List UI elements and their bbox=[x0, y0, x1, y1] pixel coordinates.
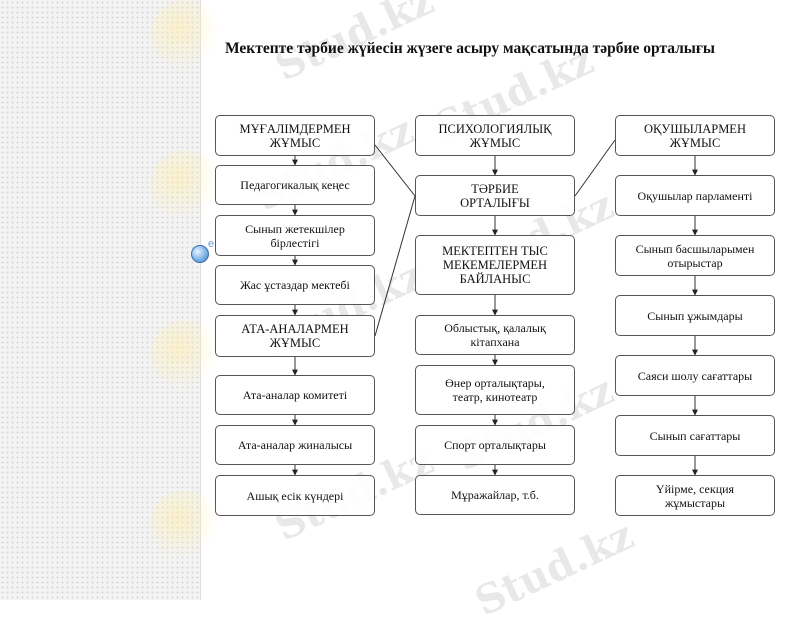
node-political-review-hours: Саяси шолу сағаттары bbox=[615, 355, 775, 396]
node-parents-committee: Ата-аналар комитеті bbox=[215, 375, 375, 415]
node-library: Облыстық, қалалық кітапхана bbox=[415, 315, 575, 355]
page-title: Мектепте тәрбие жүйесін жүзеге асыру мақ… bbox=[225, 40, 716, 57]
decorative-glow bbox=[150, 490, 220, 560]
node-class-teachers-association: Сынып жетекшілер бірлестігі bbox=[215, 215, 375, 256]
link-line bbox=[574, 139, 616, 197]
node-psychological-header: ПСИХОЛОГИЯЛЫҚ ЖҰМЫС bbox=[415, 115, 575, 156]
node-parents-meeting: Ата-аналар жиналысы bbox=[215, 425, 375, 465]
side-label: е bbox=[208, 238, 215, 250]
decorative-glow bbox=[150, 0, 220, 70]
node-sport-centers: Спорт орталықтары bbox=[415, 425, 575, 465]
decorative-side-strip bbox=[0, 0, 201, 600]
node-art-centers: Өнер орталықтары, театр, кинотеатр bbox=[415, 365, 575, 415]
node-students-parliament: Оқушылар парламенті bbox=[615, 175, 775, 216]
node-open-days: Ашық есік күндері bbox=[215, 475, 375, 516]
flow-connectors bbox=[292, 139, 698, 476]
node-museums: Мұражайлар, т.б. bbox=[415, 475, 575, 515]
node-external-institutions-header: МЕКТЕПТЕН ТЫС МЕКЕМЕЛЕРМЕН БАЙЛАНЫС bbox=[415, 235, 575, 295]
node-education-center: ТӘРБИЕ ОРТАЛЫҒЫ bbox=[415, 175, 575, 216]
node-pedagogical-council: Педагогикалық кеңес bbox=[215, 165, 375, 205]
node-parents-header: АТА-АНАЛАРМЕН ЖҰМЫС bbox=[215, 315, 375, 357]
decorative-glow bbox=[150, 150, 220, 220]
link-line bbox=[374, 144, 416, 197]
node-class-leaders-meetings: Сынып басшыларымен отырыстар bbox=[615, 235, 775, 276]
link-line bbox=[374, 195, 416, 337]
node-clubs-sections: Үйірме, секция жұмыстары bbox=[615, 475, 775, 516]
node-class-collectives: Сынып ұжымдары bbox=[615, 295, 775, 336]
decorative-glow bbox=[150, 320, 220, 390]
node-teachers-header: МҰҒАЛІМДЕРМЕН ЖҰМЫС bbox=[215, 115, 375, 156]
slide-nav-knob[interactable] bbox=[191, 245, 209, 263]
node-class-hours: Сынып сағаттары bbox=[615, 415, 775, 456]
node-students-header: ОҚУШЫЛАРМЕН ЖҰМЫС bbox=[615, 115, 775, 156]
node-young-teachers-school: Жас ұстаздар мектебі bbox=[215, 265, 375, 305]
